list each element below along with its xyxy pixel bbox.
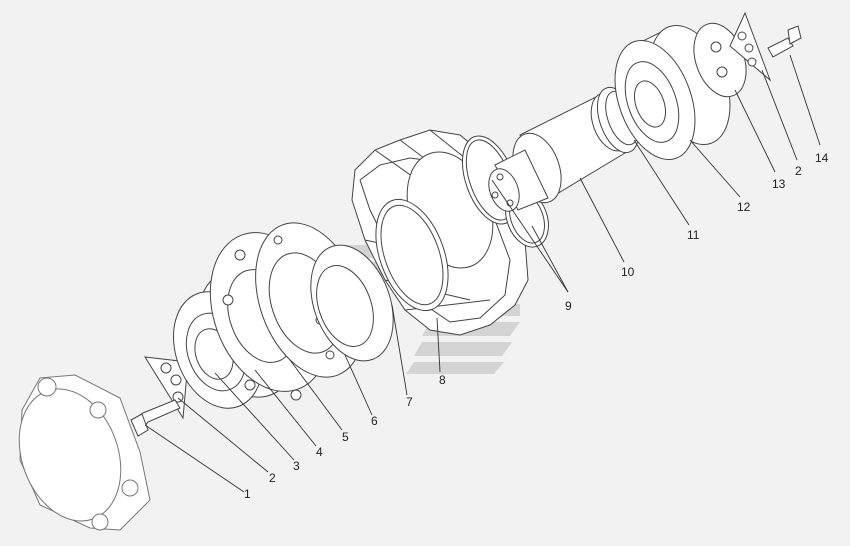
- callout-10: 10: [621, 265, 635, 279]
- callout-2-left: 2: [269, 471, 276, 485]
- hub-part-6: [310, 244, 394, 362]
- callout-labels: 1 2 3 4 5 6 7 8 9 10 11 12 13 2 14: [244, 151, 829, 501]
- callout-9: 9: [565, 299, 572, 313]
- callout-11: 11: [687, 228, 700, 242]
- callout-4: 4: [316, 445, 323, 459]
- callout-12: 12: [737, 200, 751, 214]
- snap-ring-part-7: [375, 198, 449, 312]
- lock-plate-part-2-right: [729, 11, 772, 82]
- callout-5: 5: [342, 430, 349, 444]
- cover-part-1: [18, 374, 151, 531]
- leader-lines: [144, 54, 821, 493]
- bearing-part-12: [614, 24, 731, 161]
- bolt-part-14: [767, 25, 802, 58]
- callout-8: 8: [439, 373, 446, 387]
- callout-1: 1: [244, 487, 251, 501]
- callout-13: 13: [772, 177, 786, 191]
- callout-2-right: 2: [795, 164, 802, 178]
- callout-7: 7: [406, 395, 413, 409]
- bolt-left: [130, 399, 181, 437]
- callout-6: 6: [371, 414, 378, 428]
- callout-3: 3: [293, 459, 300, 473]
- callout-14: 14: [815, 151, 829, 165]
